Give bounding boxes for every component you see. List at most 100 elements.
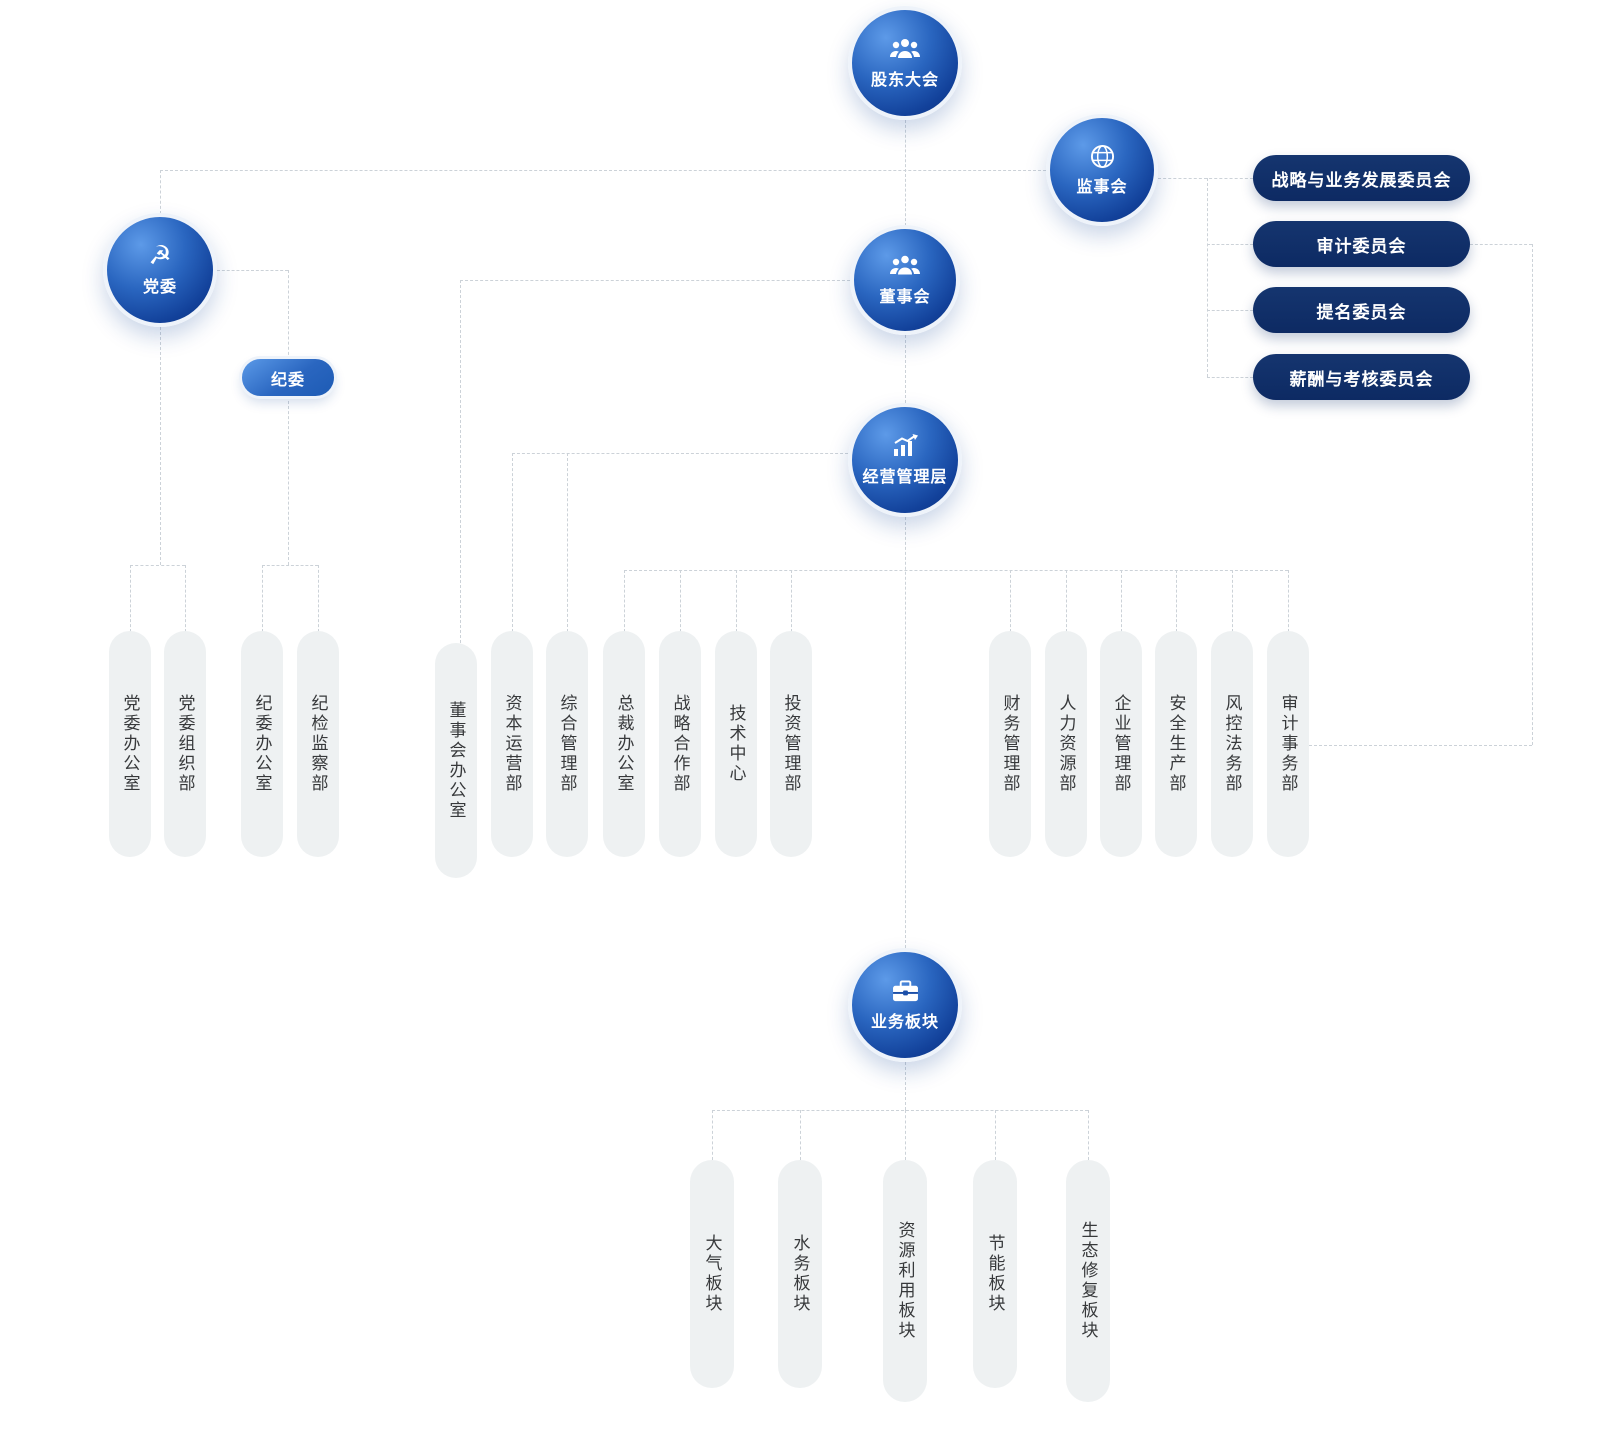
- connector-line: [1176, 570, 1177, 632]
- connector-line: [1088, 1110, 1089, 1160]
- connector-line: [1288, 570, 1289, 632]
- connector-line: [712, 1110, 713, 1160]
- dept-capital-operation: 资本运营部: [491, 631, 533, 857]
- connector-line: [262, 565, 263, 632]
- connector-line: [1532, 244, 1533, 745]
- connector-line: [1207, 377, 1253, 378]
- connector-line: [185, 565, 186, 632]
- globe-icon: [1090, 143, 1115, 169]
- connector-line: [800, 1110, 801, 1160]
- connector-line: [905, 517, 906, 948]
- node-label: 纪委: [270, 371, 305, 389]
- unit-water: 水务板块: [778, 1160, 822, 1388]
- dept-risk-legal: 风控法务部: [1211, 631, 1253, 857]
- connector-line: [995, 1110, 996, 1160]
- dept-enterprise-management: 企业管理部: [1100, 631, 1142, 857]
- connector-line: [1158, 178, 1253, 179]
- unit-label: 大气板块: [702, 1234, 722, 1314]
- connector-line: [1207, 310, 1253, 311]
- dept-label: 资本运营部: [502, 694, 522, 794]
- connector-line: [160, 170, 1046, 171]
- connector-line: [130, 565, 185, 566]
- dept-label: 风控法务部: [1222, 694, 1242, 794]
- connector-line: [460, 280, 850, 281]
- dept-party-office: 党委办公室: [109, 631, 151, 857]
- connector-line: [1207, 244, 1253, 245]
- dept-label: 党委办公室: [120, 694, 140, 794]
- dept-label: 财务管理部: [1000, 694, 1020, 794]
- briefcase-icon: [892, 978, 919, 1004]
- connector-line: [1207, 178, 1208, 377]
- node-label: 董事会: [879, 289, 931, 306]
- dept-label: 总裁办公室: [614, 694, 634, 794]
- connector-line: [624, 570, 625, 632]
- node-label: 业务板块: [870, 1014, 939, 1031]
- dept-label: 安全生产部: [1166, 694, 1186, 794]
- node-management-team: 经营管理层: [848, 403, 962, 517]
- connector-line: [512, 453, 848, 454]
- dept-label: 综合管理部: [557, 694, 577, 794]
- connector-line: [130, 565, 131, 632]
- unit-resource-utilization: 资源利用板块: [883, 1160, 927, 1402]
- node-supervisory-board: 监事会: [1046, 114, 1158, 226]
- unit-label: 资源利用板块: [895, 1221, 915, 1341]
- connector-line: [624, 570, 1288, 571]
- connector-line: [791, 570, 792, 632]
- node-discipline-committee: 纪委: [242, 359, 334, 396]
- node-board-of-directors: 董事会: [850, 225, 960, 335]
- node-label: 党委: [142, 279, 177, 296]
- node-shareholders: 股东大会: [848, 6, 962, 120]
- dept-label: 人力资源部: [1056, 694, 1076, 794]
- node-business-segments: 业务板块: [848, 948, 962, 1062]
- committee-label: 审计委员会: [1316, 236, 1407, 256]
- dept-human-resources: 人力资源部: [1045, 631, 1087, 857]
- chart-growth-icon: [891, 433, 919, 459]
- connector-line: [680, 570, 681, 632]
- dept-board-office: 董事会办公室: [435, 643, 477, 878]
- node-label: 经营管理层: [862, 469, 948, 486]
- connector-line: [262, 565, 318, 566]
- dept-audit-affairs: 审计事务部: [1267, 631, 1309, 857]
- dept-label: 审计事务部: [1278, 694, 1298, 794]
- dept-technology-center: 技术中心: [715, 631, 757, 857]
- dept-strategic-cooperation: 战略合作部: [659, 631, 701, 857]
- connector-line: [460, 280, 461, 643]
- connector-line: [905, 120, 906, 226]
- connector-line: [905, 1110, 906, 1160]
- unit-atmosphere: 大气板块: [690, 1160, 734, 1388]
- dept-label: 投资管理部: [781, 694, 801, 794]
- dept-general-management: 综合管理部: [546, 631, 588, 857]
- dept-safety-production: 安全生产部: [1155, 631, 1197, 857]
- connector-line: [288, 270, 289, 360]
- committee-nomination: 提名委员会: [1253, 287, 1470, 333]
- party-emblem-icon: ☭: [148, 241, 172, 271]
- committee-strategy-development: 战略与业务发展委员会: [1253, 155, 1470, 201]
- committee-label: 提名委员会: [1316, 302, 1407, 322]
- dept-party-organization: 党委组织部: [164, 631, 206, 857]
- connector-line: [217, 270, 288, 271]
- connector-line: [1066, 570, 1067, 632]
- committee-label: 战略与业务发展委员会: [1271, 170, 1452, 190]
- dept-president-office: 总裁办公室: [603, 631, 645, 857]
- connector-line: [1470, 244, 1532, 245]
- unit-ecological-restoration: 生态修复板块: [1066, 1160, 1110, 1402]
- connector-line: [736, 570, 737, 632]
- connector-line: [512, 453, 513, 632]
- connector-line: [160, 327, 161, 565]
- dept-label: 企业管理部: [1111, 694, 1131, 794]
- node-label: 股东大会: [870, 72, 939, 89]
- people-icon: [890, 36, 920, 62]
- connector-line: [905, 335, 906, 403]
- dept-investment-management: 投资管理部: [770, 631, 812, 857]
- connector-line: [1010, 570, 1011, 632]
- dept-finance: 财务管理部: [989, 631, 1031, 857]
- connector-line: [288, 396, 289, 565]
- connector-line: [1309, 745, 1532, 746]
- dept-discipline-supervision: 纪检监察部: [297, 631, 339, 857]
- unit-label: 水务板块: [790, 1234, 810, 1314]
- committee-label: 薪酬与考核委员会: [1289, 369, 1434, 389]
- connector-line: [905, 1062, 906, 1110]
- unit-label: 节能板块: [985, 1234, 1005, 1314]
- connector-line: [318, 565, 319, 632]
